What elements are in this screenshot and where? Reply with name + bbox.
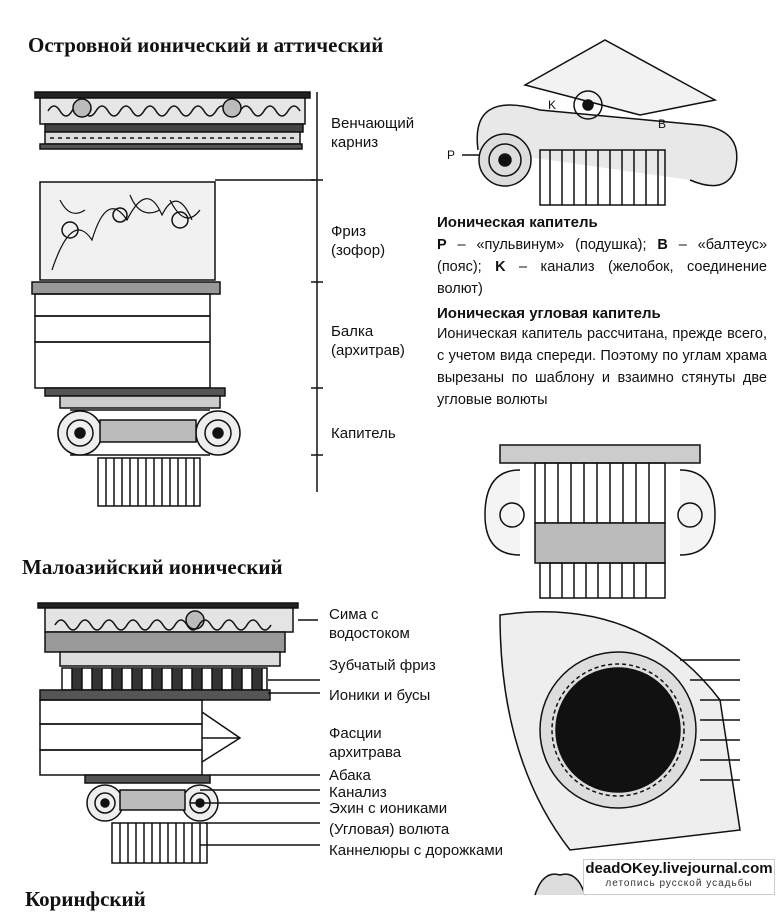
label-frieze: Фриз (зофор) xyxy=(331,223,386,259)
corner-capital-title: Ионическая угловая капитель xyxy=(437,305,661,322)
corinthian-fragment xyxy=(534,873,586,896)
label-echinus: Эхин с иониками xyxy=(329,800,448,817)
label-flutes: Каннелюры с дорожками xyxy=(329,842,504,859)
label-cornice: Венчающий карниз xyxy=(331,115,415,151)
label-capital: Капитель xyxy=(331,425,396,442)
watermark-main: deadOKey.livejournal.com xyxy=(585,860,773,877)
label-abacus: Абака xyxy=(329,767,371,784)
ionic-capital-title: Ионическая капитель xyxy=(437,214,598,231)
k-text: – канализ (желобок, соединение волют) xyxy=(437,259,767,297)
label-egg-and-dart: Ионики и бусы xyxy=(329,687,431,704)
attic-entablature-drawing xyxy=(31,91,323,507)
b-text: – «балтеус» (пояс); xyxy=(437,237,768,275)
p-letter: P xyxy=(437,237,447,253)
capital-plan-drawing xyxy=(499,611,741,851)
section2-title: Малоазийский ионический xyxy=(22,555,283,579)
asia-minor-entablature-drawing xyxy=(37,602,320,864)
ionic-capital-description: P – «пульвинум» (подушка); B – «балтеус»… xyxy=(437,234,767,300)
section1-title: Островной ионический и аттический xyxy=(28,33,384,57)
k-letter: K xyxy=(495,259,506,275)
corner-capital-drawing xyxy=(484,444,716,599)
label-sima: Сима с водостоком xyxy=(329,606,410,642)
b-letter: B xyxy=(657,237,668,253)
p-text: – «пульвинум» (подушка); xyxy=(446,237,658,253)
label-volute: (Угловая) волюта xyxy=(329,821,450,838)
corner-capital-description: Ионическая капитель рассчитана, прежде в… xyxy=(437,326,767,408)
capital-letter-p: P xyxy=(447,148,456,162)
ionic-capital-drawing xyxy=(462,39,738,206)
label-architrave: Балка (архитрав) xyxy=(331,323,405,359)
watermark-sub: летопись русской усадьбы xyxy=(605,878,753,889)
watermark: deadOKey.livejournal.com летопись русско… xyxy=(583,859,775,895)
capital-letter-b: B xyxy=(658,117,667,131)
label-fasciae: Фасции архитрава xyxy=(329,725,402,761)
label-dentil-frieze: Зубчатый фриз xyxy=(329,657,436,674)
label-canalis: Канализ xyxy=(329,784,387,801)
capital-letter-k: K xyxy=(548,98,557,112)
